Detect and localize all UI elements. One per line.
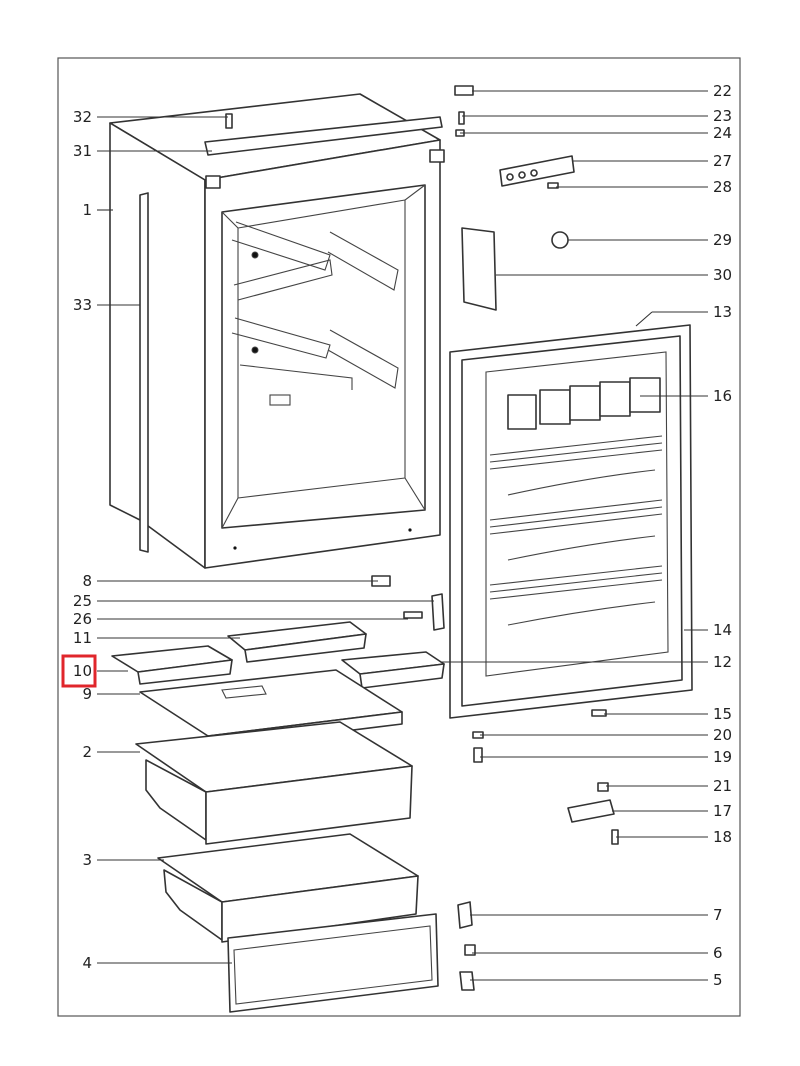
callout-8-label: 8 bbox=[82, 572, 92, 590]
part-33-side-strip bbox=[139, 192, 149, 553]
callout-1-label: 1 bbox=[82, 201, 92, 219]
part-7-bracket bbox=[457, 901, 473, 929]
part-26-screw bbox=[403, 611, 423, 619]
part-4-drawer-front bbox=[227, 913, 439, 1013]
callout-17-label: 17 bbox=[713, 802, 732, 820]
part-6-foot bbox=[464, 944, 476, 956]
callout-10-label: 10 bbox=[73, 662, 92, 680]
callout-24-label: 24 bbox=[713, 124, 732, 142]
callout-15-label: 15 bbox=[713, 705, 732, 723]
callout-20-label: 20 bbox=[713, 726, 732, 744]
callout-6-label: 6 bbox=[713, 944, 723, 962]
part-12-ice-tray bbox=[341, 651, 445, 689]
callout-27-label: 27 bbox=[713, 152, 732, 170]
callout-18-label: 18 bbox=[713, 828, 732, 846]
door-assembly bbox=[449, 324, 693, 719]
callout-31-label: 31 bbox=[73, 142, 92, 160]
part-25-bracket bbox=[431, 593, 445, 631]
callout-26-label: 26 bbox=[73, 610, 92, 628]
fridge-cabinet bbox=[109, 93, 445, 569]
callout-16-label: 16 bbox=[713, 387, 732, 405]
part-21-bushing bbox=[597, 782, 609, 792]
callout-2-label: 2 bbox=[82, 743, 92, 761]
callout-28-label: 28 bbox=[713, 178, 732, 196]
callout-7-label: 7 bbox=[713, 906, 723, 924]
callout-highlight-box bbox=[61, 654, 97, 688]
callout-25-label: 25 bbox=[73, 592, 92, 610]
control-knob-2 bbox=[518, 171, 526, 179]
part-15-screw bbox=[591, 709, 607, 717]
part-32-screw bbox=[225, 113, 233, 129]
callout-33-label: 33 bbox=[73, 296, 92, 314]
callout-4-label: 4 bbox=[82, 954, 92, 972]
callout-9-label: 9 bbox=[82, 685, 92, 703]
part-5-clip bbox=[459, 971, 475, 991]
part-30-cover-plate bbox=[461, 227, 497, 311]
part-2-drawer bbox=[135, 721, 413, 845]
part-11-ice-tray bbox=[227, 621, 367, 663]
callout-30-label: 30 bbox=[713, 266, 732, 284]
callout-32-label: 32 bbox=[73, 108, 92, 126]
part-22-hinge-cap bbox=[454, 85, 474, 96]
part-19-pin bbox=[473, 747, 483, 763]
part-10-ice-tray bbox=[111, 645, 233, 685]
callout-14-label: 14 bbox=[713, 621, 732, 639]
callout-11-label: 11 bbox=[73, 629, 92, 647]
callout-23-label: 23 bbox=[713, 107, 732, 125]
callout-29-label: 29 bbox=[713, 231, 732, 249]
callout-5-label: 5 bbox=[713, 971, 723, 989]
callout-22-label: 22 bbox=[713, 82, 732, 100]
part-23-pin bbox=[458, 111, 465, 125]
control-knob-3 bbox=[530, 169, 538, 177]
callout-13-label: 13 bbox=[713, 303, 732, 321]
callout-3-label: 3 bbox=[82, 851, 92, 869]
callout-19-label: 19 bbox=[713, 748, 732, 766]
callout-12-label: 12 bbox=[713, 653, 732, 671]
part-17-bottom-hinge bbox=[567, 799, 615, 823]
leader-lines bbox=[97, 90, 708, 981]
control-knob-1 bbox=[506, 173, 514, 181]
part-3-drawer bbox=[157, 833, 419, 943]
callout-21-label: 21 bbox=[713, 777, 732, 795]
part-29-knob bbox=[551, 231, 569, 249]
part-28-screw bbox=[547, 182, 559, 189]
diagram-frame bbox=[57, 57, 741, 1017]
